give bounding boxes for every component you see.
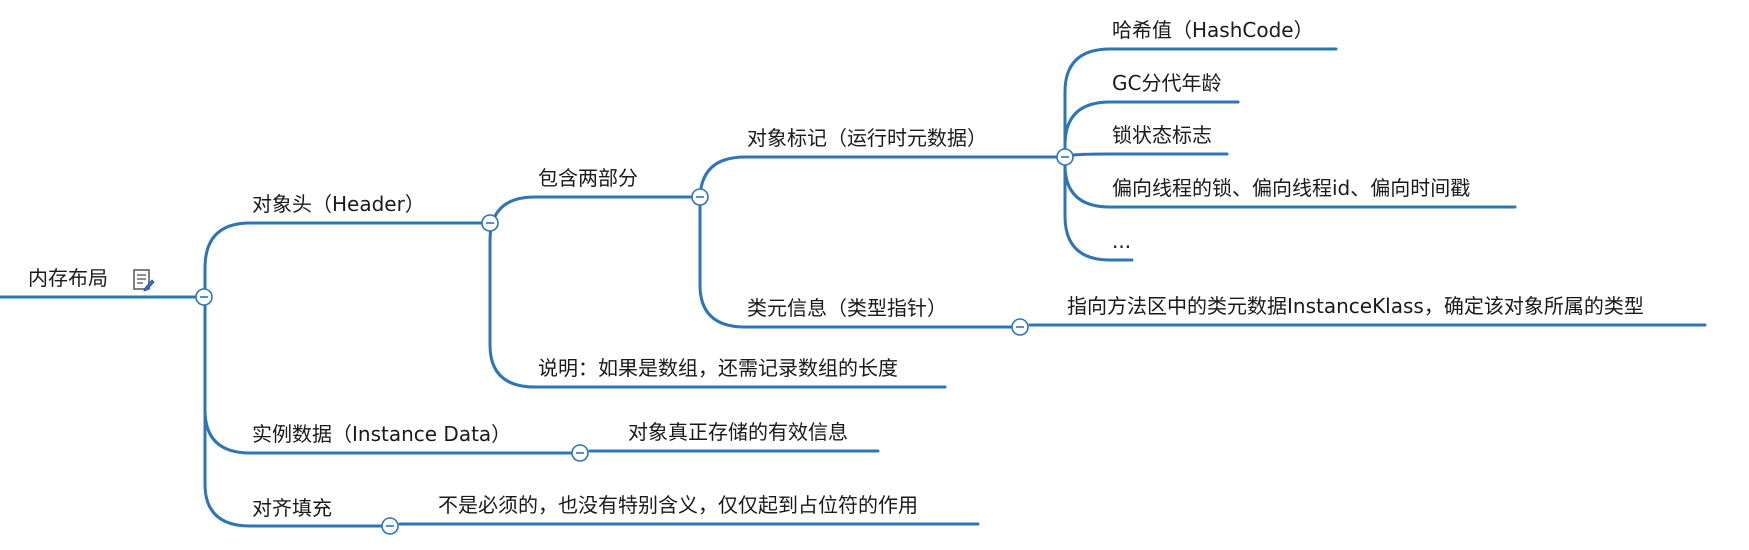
mark-word-item[interactable]: 锁状态标志 — [1112, 123, 1212, 147]
root-node-label[interactable]: 内存布局 — [28, 266, 108, 290]
instance-data-detail[interactable]: 对象真正存储的有效信息 — [628, 420, 848, 444]
klass-pointer-collapse-button[interactable] — [1011, 318, 1029, 336]
padding-collapse-button[interactable] — [381, 517, 399, 535]
mark-word-item[interactable]: ... — [1112, 229, 1132, 253]
klass-pointer-node-label[interactable]: 类元信息（类型指针） — [747, 296, 947, 320]
mark-word-item[interactable]: 哈希值（HashCode） — [1112, 18, 1314, 42]
mark-word-item[interactable]: GC分代年龄 — [1112, 71, 1222, 95]
note-icon[interactable] — [131, 268, 155, 292]
mark-word-branch-4 — [1063, 163, 1112, 209]
mark-word-branch-2 — [1063, 100, 1112, 147]
header-collapse-button[interactable] — [481, 214, 499, 232]
root-collapse-button[interactable] — [195, 288, 213, 306]
header-bracket — [488, 195, 537, 389]
contains-bracket — [698, 155, 747, 329]
array-note-label[interactable]: 说明：如果是数组，还需记录数组的长度 — [538, 356, 898, 380]
mark-word-node-label[interactable]: 对象标记（运行时元数据） — [747, 126, 987, 150]
instance-data-collapse-button[interactable] — [571, 444, 589, 462]
header-node-label[interactable]: 对象头（Header） — [252, 192, 425, 216]
root-bracket-mid — [203, 408, 252, 455]
mark-word-collapse-button[interactable] — [1056, 148, 1074, 166]
klass-pointer-detail[interactable]: 指向方法区中的类元数据InstanceKlass，确定该对象所属的类型 — [1067, 294, 1644, 318]
contains-node-label[interactable]: 包含两部分 — [538, 166, 638, 190]
contains-collapse-button[interactable] — [691, 188, 709, 206]
mark-word-item[interactable]: 偏向线程的锁、偏向线程id、偏向时间戳 — [1112, 176, 1471, 200]
instance-data-node-label[interactable]: 实例数据（Instance Data） — [252, 422, 512, 446]
root-bracket — [203, 221, 252, 528]
padding-detail[interactable]: 不是必须的，也没有特别含义，仅仅起到占位符的作用 — [438, 493, 918, 517]
padding-node-label[interactable]: 对齐填充 — [252, 496, 332, 520]
